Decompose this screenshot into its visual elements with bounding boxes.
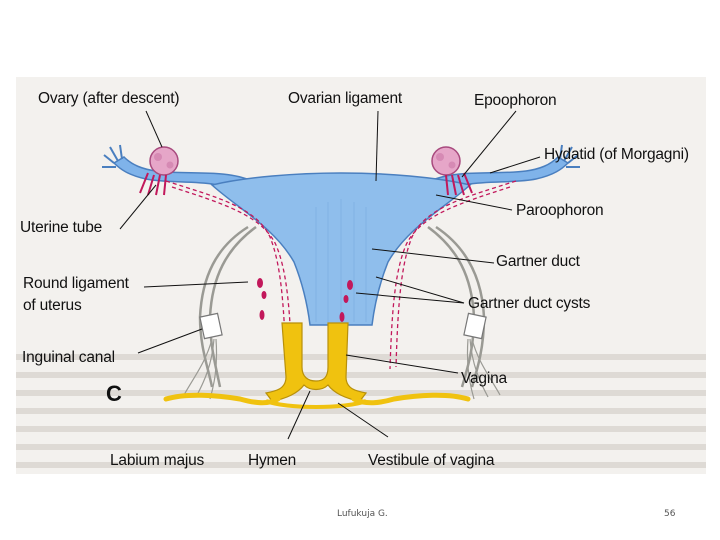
label-epoophoron: Epoophoron xyxy=(474,92,556,110)
label-round-ligament: Round ligament xyxy=(23,275,129,293)
panel-label: C xyxy=(106,385,122,403)
label-gartner-duct: Gartner duct xyxy=(496,253,580,271)
vestibule-shape xyxy=(266,401,366,407)
background-text-lines xyxy=(16,357,706,465)
label-hydatid: Hydatid (of Morgagni) xyxy=(544,146,689,164)
footer-author: Lufukuja G. xyxy=(337,509,388,519)
label-hymen: Hymen xyxy=(248,452,296,470)
labium-majus-shape xyxy=(166,395,468,403)
label-round-ligament-2: of uterus xyxy=(23,297,82,315)
label-paroophoron: Paroophoron xyxy=(516,202,603,220)
diagram-figure: Ovary (after descent) Ovarian ligament E… xyxy=(16,77,706,474)
label-vestibule: Vestibule of vagina xyxy=(368,452,494,470)
page-number: 56 xyxy=(664,509,675,519)
label-ovarian-ligament: Ovarian ligament xyxy=(288,90,402,108)
label-inguinal-canal: Inguinal canal xyxy=(22,349,115,367)
label-vagina: Vagina xyxy=(461,370,507,388)
label-uterine-tube: Uterine tube xyxy=(20,219,102,237)
vagina-shape xyxy=(266,323,366,401)
label-labium-majus: Labium majus xyxy=(110,452,204,470)
label-gartner-duct-cysts: Gartner duct cysts xyxy=(468,295,590,313)
label-ovary: Ovary (after descent) xyxy=(38,90,179,108)
